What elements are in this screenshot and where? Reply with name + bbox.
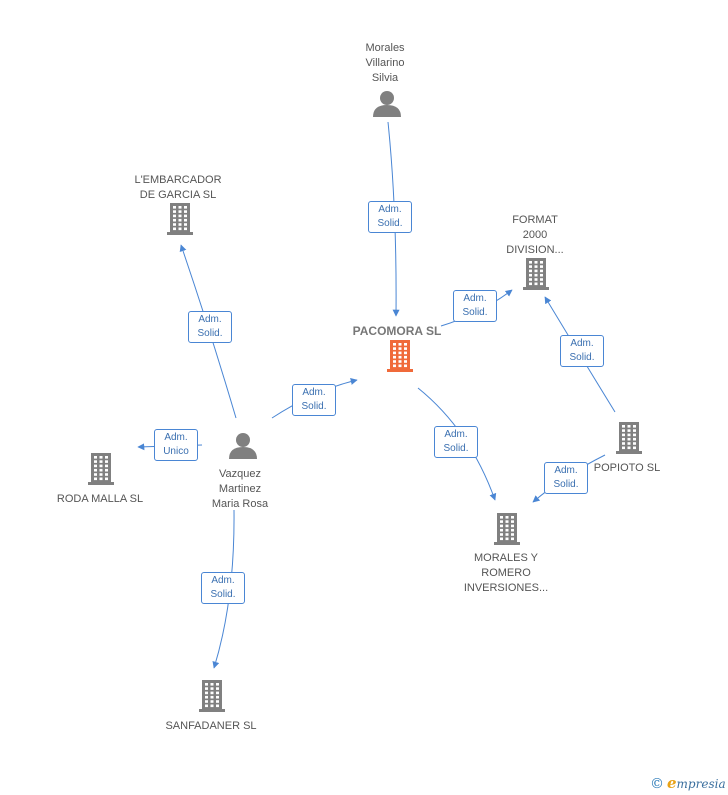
copyright-symbol: © <box>650 776 664 792</box>
edge-label-pacomora-to-morales_romero[interactable]: Adm. Solid. <box>434 426 478 458</box>
node-label-morales_villarino[interactable]: Morales Villarino Silvia <box>365 42 405 84</box>
pacomora-building-icon[interactable] <box>387 340 413 372</box>
edge-label-popioto-to-morales_romero[interactable]: Adm. Solid. <box>544 462 588 494</box>
edge-label-popioto-to-format2000[interactable]: Adm. Solid. <box>560 335 604 367</box>
node-label-morales_romero[interactable]: MORALES Y ROMERO INVERSIONES... <box>463 552 549 594</box>
empresia-logo-initial: e <box>667 774 677 792</box>
edge-label-pacomora-to-format2000[interactable]: Adm. Solid. <box>453 290 497 322</box>
node-label-vazquez[interactable]: Vazquez Martinez Maria Rosa <box>211 468 269 510</box>
sanfadaner-building-icon[interactable] <box>199 680 225 712</box>
embarcador-building-icon[interactable] <box>167 203 193 235</box>
edge-label-morales_villarino-to-pacomora[interactable]: Adm. Solid. <box>368 201 412 233</box>
popioto-building-icon[interactable] <box>616 422 642 454</box>
morales_villarino-person-icon[interactable] <box>373 91 401 117</box>
empresia-watermark: ©empresia <box>650 774 726 792</box>
node-label-embarcador[interactable]: L'EMBARCADOR DE GARCIA SL <box>134 174 222 201</box>
node-label-roda[interactable]: RODA MALLA SL <box>56 493 144 505</box>
vazquez-person-icon[interactable] <box>229 433 257 459</box>
node-label-format2000[interactable]: FORMAT 2000 DIVISION... <box>506 214 564 256</box>
empresia-logo-text: mpresia <box>676 777 726 791</box>
node-label-sanfadaner[interactable]: SANFADANER SL <box>165 720 257 732</box>
morales_romero-building-icon[interactable] <box>494 513 520 545</box>
edge-label-vazquez-to-roda[interactable]: Adm. Unico <box>154 429 198 461</box>
format2000-building-icon[interactable] <box>523 258 549 290</box>
edge-label-vazquez-to-sanfadaner[interactable]: Adm. Solid. <box>201 572 245 604</box>
node-label-popioto[interactable]: POPIOTO SL <box>593 462 661 474</box>
roda-building-icon[interactable] <box>88 453 114 485</box>
node-label-pacomora[interactable]: PACOMORA SL <box>352 324 442 338</box>
edge-label-vazquez-to-pacomora[interactable]: Adm. Solid. <box>292 384 336 416</box>
edge-label-vazquez-to-embarcador[interactable]: Adm. Solid. <box>188 311 232 343</box>
